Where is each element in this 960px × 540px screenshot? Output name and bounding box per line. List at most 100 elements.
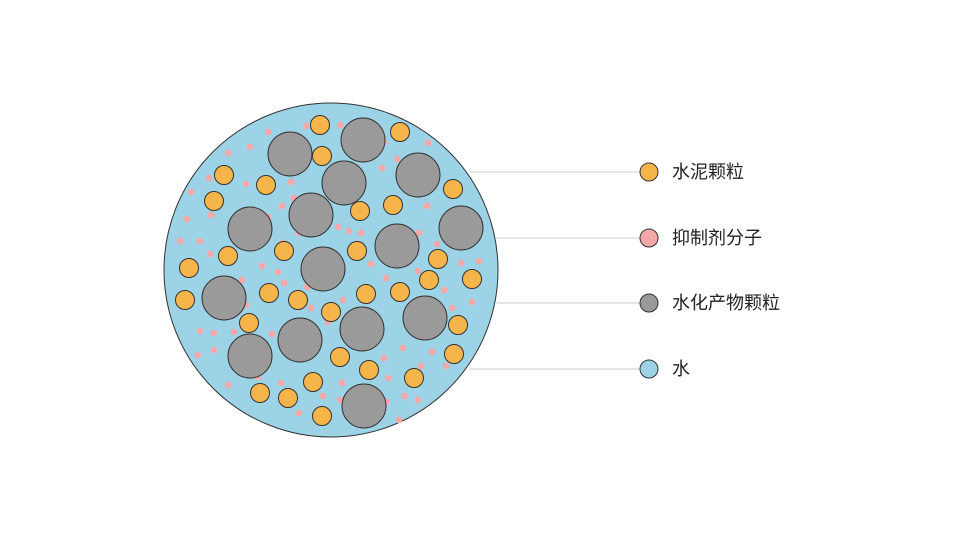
inhibitor-molecule (224, 381, 232, 389)
inhibitor-molecule (440, 286, 448, 294)
cement-particle (179, 258, 199, 278)
cement-particle (428, 249, 448, 269)
inhibitor-molecule (196, 237, 204, 245)
cement-particle (419, 270, 439, 290)
cement-particle (462, 269, 482, 289)
inhibitor-molecule (242, 180, 250, 188)
inhibitor-molecule (264, 128, 272, 136)
inhibitor-molecule (428, 348, 436, 356)
hydrate-particle (395, 152, 441, 198)
inhibitor-molecule (457, 259, 465, 267)
inhibitor-molecule (287, 178, 295, 186)
particles (175, 115, 484, 429)
inhibitor-molecule (268, 330, 276, 338)
inhibitor-molecule (307, 304, 315, 312)
cement-particle (444, 344, 464, 364)
cement-particle (356, 284, 376, 304)
cement-particle (443, 179, 463, 199)
cement-particle (239, 313, 259, 333)
inhibitor-molecule (415, 229, 423, 237)
inhibitor-molecule (400, 392, 408, 400)
inhibitor-molecule (468, 298, 476, 306)
inhibitor-molecule (382, 274, 390, 282)
inhibitor-molecule (338, 379, 346, 387)
inhibitor-molecule (206, 250, 214, 258)
cement-particle (350, 201, 370, 221)
cement-particle (256, 175, 276, 195)
inhibitor-molecule (194, 351, 202, 359)
cement-particle (359, 360, 379, 380)
inhibitor-molecule (448, 304, 456, 312)
leader-lines (470, 171, 640, 370)
inhibitor-molecule (417, 362, 425, 370)
inhibitor-molecule (424, 139, 432, 147)
cement-particle (404, 368, 424, 388)
inhibitor-molecule (433, 240, 441, 248)
inhibitor-molecule (210, 346, 218, 354)
legend-swatch-inhibitor (639, 228, 659, 248)
inhibitor-molecule (238, 276, 246, 284)
inhibitor-molecule (393, 155, 401, 163)
inhibitor-molecule (423, 202, 431, 210)
cement-particle (214, 165, 234, 185)
inhibitor-molecule (345, 227, 353, 235)
inhibitor-molecule (277, 379, 285, 387)
inhibitor-molecule (384, 374, 392, 382)
inhibitor-molecule (357, 229, 365, 237)
hydrate-particle (300, 246, 346, 292)
inhibitor-molecule (230, 328, 238, 336)
inhibitor-molecule (442, 362, 450, 370)
legend-item-cement: 水泥颗粒 (639, 162, 744, 183)
cement-particle (448, 315, 468, 335)
inhibitor-molecule (196, 327, 204, 335)
hydrate-particle (340, 117, 386, 163)
cement-particle (310, 115, 330, 135)
inhibitor-molecule (210, 329, 218, 337)
cement-particle (347, 241, 367, 261)
legend-swatch-cement (639, 162, 659, 182)
cement-particle (312, 406, 332, 426)
inhibitor-molecule (207, 211, 215, 219)
cement-particle (218, 246, 238, 266)
cement-particle (274, 241, 294, 261)
hydrate-particle (341, 383, 387, 429)
inhibitor-molecule (414, 267, 422, 275)
inhibitor-molecule (380, 354, 388, 362)
hydrate-particle (267, 131, 313, 177)
cement-particle (259, 283, 279, 303)
cement-particle (321, 302, 341, 322)
inhibitor-molecule (336, 121, 344, 129)
legend-label-water: 水 (672, 359, 690, 380)
cement-particle (288, 290, 308, 310)
inhibitor-molecule (339, 296, 347, 304)
hydrate-particle (402, 295, 448, 341)
inhibitor-molecule (367, 260, 375, 268)
hydrate-particle (277, 317, 323, 363)
inhibitor-molecule (176, 237, 184, 245)
inhibitor-molecule (302, 122, 310, 130)
inhibitor-molecule (336, 396, 344, 404)
legend-swatch-hydrate (639, 293, 659, 313)
inhibitor-molecule (295, 409, 303, 417)
inhibitor-molecule (258, 262, 266, 270)
hydrate-particle (321, 160, 367, 206)
hydrate-particle (201, 275, 247, 321)
inhibitor-molecule (399, 344, 407, 352)
legend-item-water: 水 (639, 359, 690, 380)
inhibitor-molecule (187, 188, 195, 196)
legend-label-hydrate: 水化产物颗粒 (672, 293, 780, 314)
legend-item-inhibitor: 抑制剂分子 (639, 228, 762, 249)
inhibitor-molecule (319, 392, 327, 400)
cement-particle (175, 290, 195, 310)
legend: 水泥颗粒 抑制剂分子 水化产物颗粒 水 (639, 162, 780, 380)
inhibitor-molecule (414, 396, 422, 404)
hydrate-particle (374, 223, 420, 269)
inhibitor-molecule (395, 416, 403, 424)
hydrate-particle (227, 333, 273, 379)
inhibitor-molecule (378, 164, 386, 172)
hydrate-particle (339, 306, 385, 352)
inhibitor-molecule (278, 202, 286, 210)
legend-label-cement: 水泥颗粒 (672, 162, 744, 183)
hydrate-particle (438, 205, 484, 251)
